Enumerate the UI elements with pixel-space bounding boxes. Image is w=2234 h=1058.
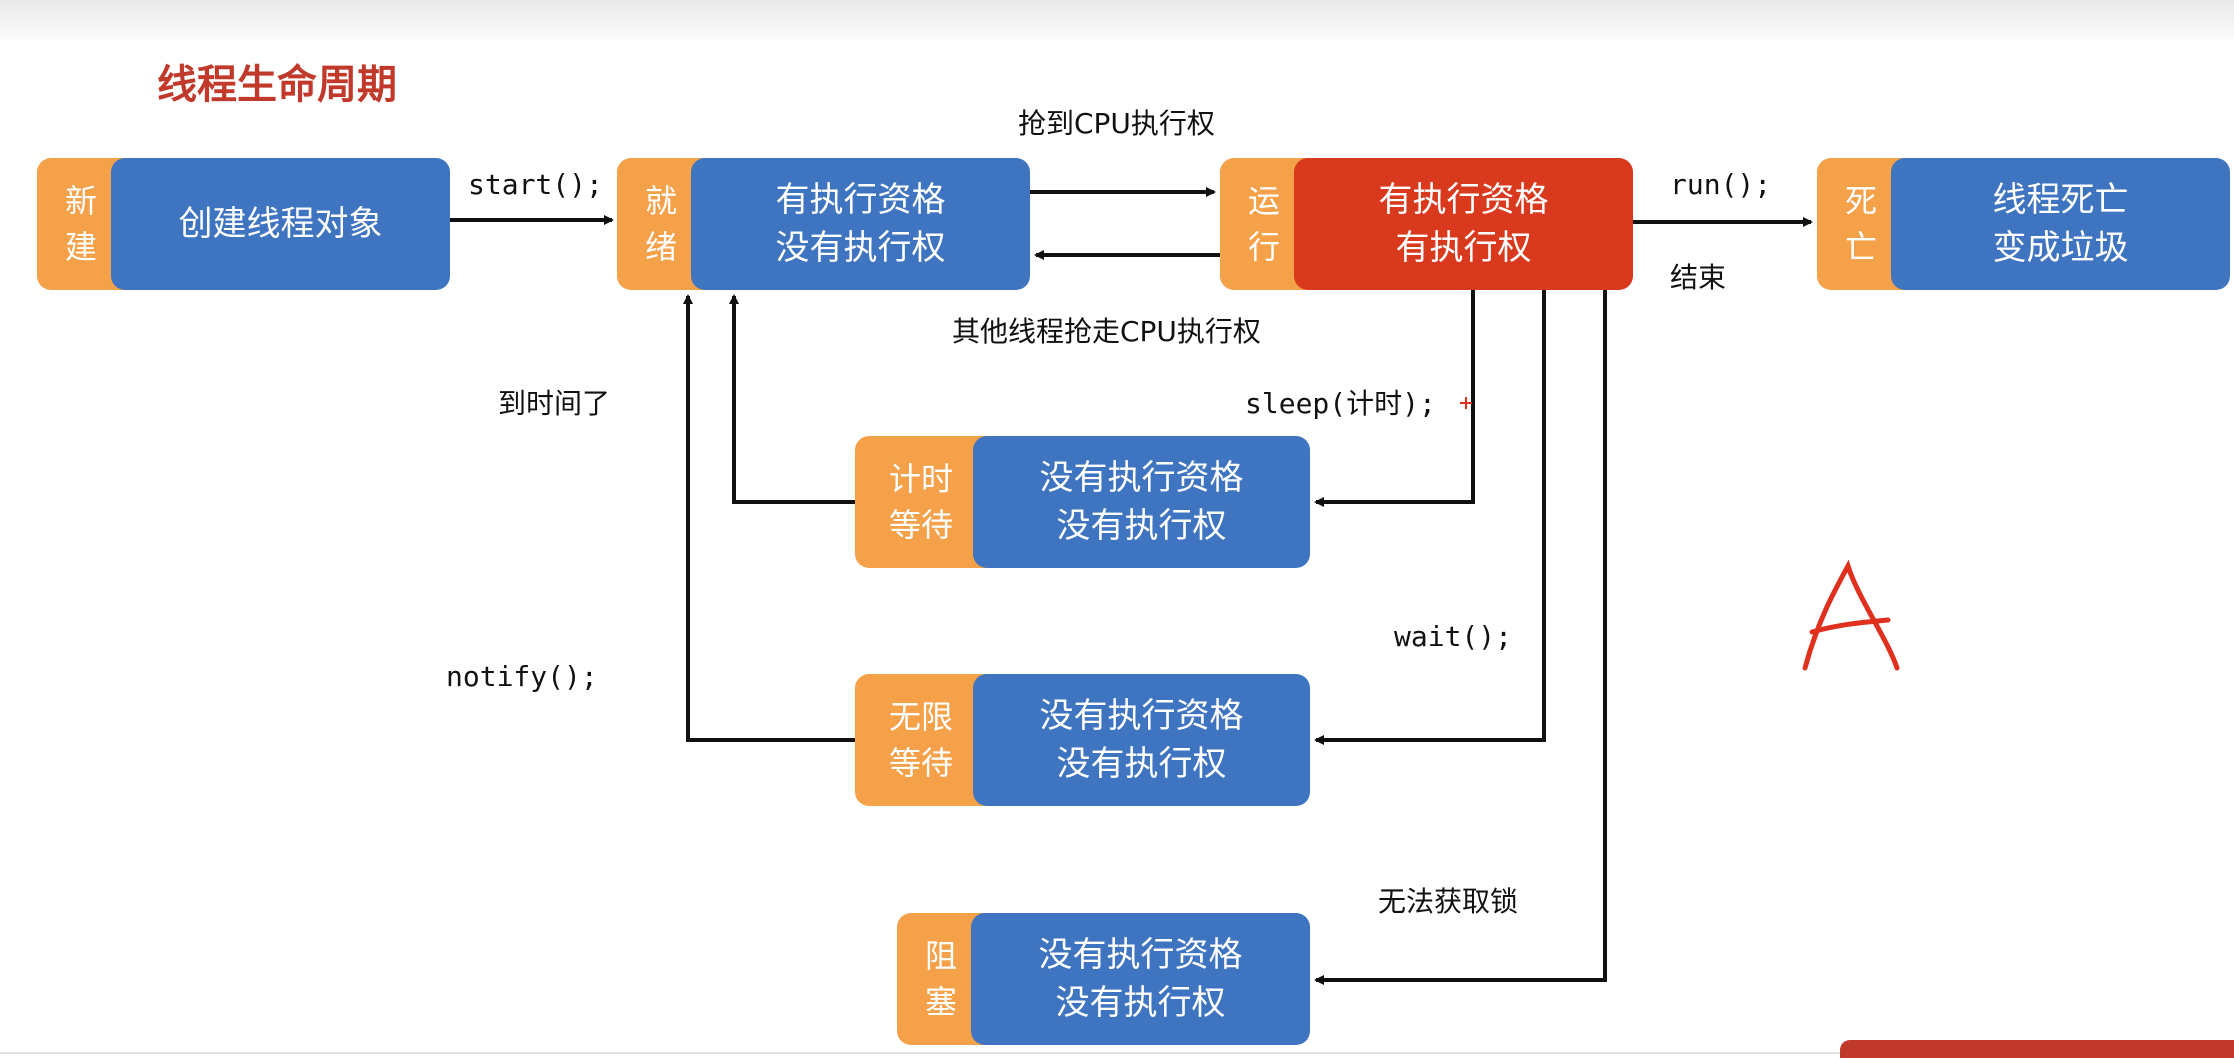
state-waiting-body: 没有执行资格 没有执行权: [973, 674, 1310, 806]
arrow-waiting-to-ready: [683, 294, 855, 742]
state-timed-waiting-body: 没有执行资格 没有执行权: [973, 436, 1310, 568]
state-ready-tag: 就 绪: [617, 158, 705, 290]
label-time-up: 到时间了: [498, 387, 611, 420]
state-dead-tag: 死 亡: [1817, 158, 1905, 290]
state-timed-waiting-tag: 计时 等待: [855, 436, 987, 568]
arrow-running-to-waiting: [1314, 290, 1546, 745]
state-new: 新 建 创建线程对象: [37, 158, 450, 290]
label-wait: wait();: [1394, 620, 1513, 653]
label-no-lock: 无法获取锁: [1378, 885, 1519, 918]
arrow-timed-waiting-to-ready: [729, 294, 855, 504]
state-dead-body: 线程死亡 变成垃圾: [1891, 158, 2230, 290]
label-grab-cpu: 抢到CPU执行权: [1018, 107, 1215, 140]
state-ready: 就 绪 有执行资格 没有执行权: [617, 158, 1030, 290]
handwritten-annotation: [1802, 559, 1900, 671]
state-running-tag: 运 行: [1220, 158, 1308, 290]
label-sleep: sleep(计时);: [1245, 387, 1436, 420]
label-notify: notify();: [446, 660, 598, 693]
top-band: [0, 0, 2234, 40]
state-running-body: 有执行资格 有执行权: [1294, 158, 1633, 290]
label-start: start();: [468, 168, 603, 201]
bottom-red-band: [1840, 1040, 2234, 1058]
state-blocked-body: 没有执行资格 没有执行权: [971, 913, 1310, 1045]
state-ready-body: 有执行资格 没有执行权: [691, 158, 1030, 290]
state-dead: 死 亡 线程死亡 变成垃圾: [1817, 158, 2230, 290]
label-lose-cpu: 其他线程抢走CPU执行权: [952, 315, 1261, 348]
state-waiting: 无限 等待 没有执行资格 没有执行权: [855, 674, 1310, 806]
state-running: 运 行 有执行资格 有执行权: [1220, 158, 1633, 290]
bottom-divider: [0, 1052, 1840, 1054]
state-new-tag: 新 建: [37, 158, 125, 290]
diagram-title: 线程生命周期: [157, 62, 397, 108]
state-timed-waiting: 计时 等待 没有执行资格 没有执行权: [855, 436, 1310, 568]
state-waiting-tag: 无限 等待: [855, 674, 987, 806]
arrow-running-to-blocked: [1314, 290, 1607, 985]
label-end: 结束: [1670, 261, 1727, 294]
svg-text:A: A: [1880, 658, 1881, 661]
state-blocked: 阻 塞 没有执行资格 没有执行权: [897, 913, 1310, 1045]
label-run: run();: [1670, 168, 1772, 201]
arrow-running-to-timed-waiting: [1314, 290, 1475, 507]
state-new-body: 创建线程对象: [111, 158, 450, 290]
state-blocked-tag: 阻 塞: [897, 913, 985, 1045]
